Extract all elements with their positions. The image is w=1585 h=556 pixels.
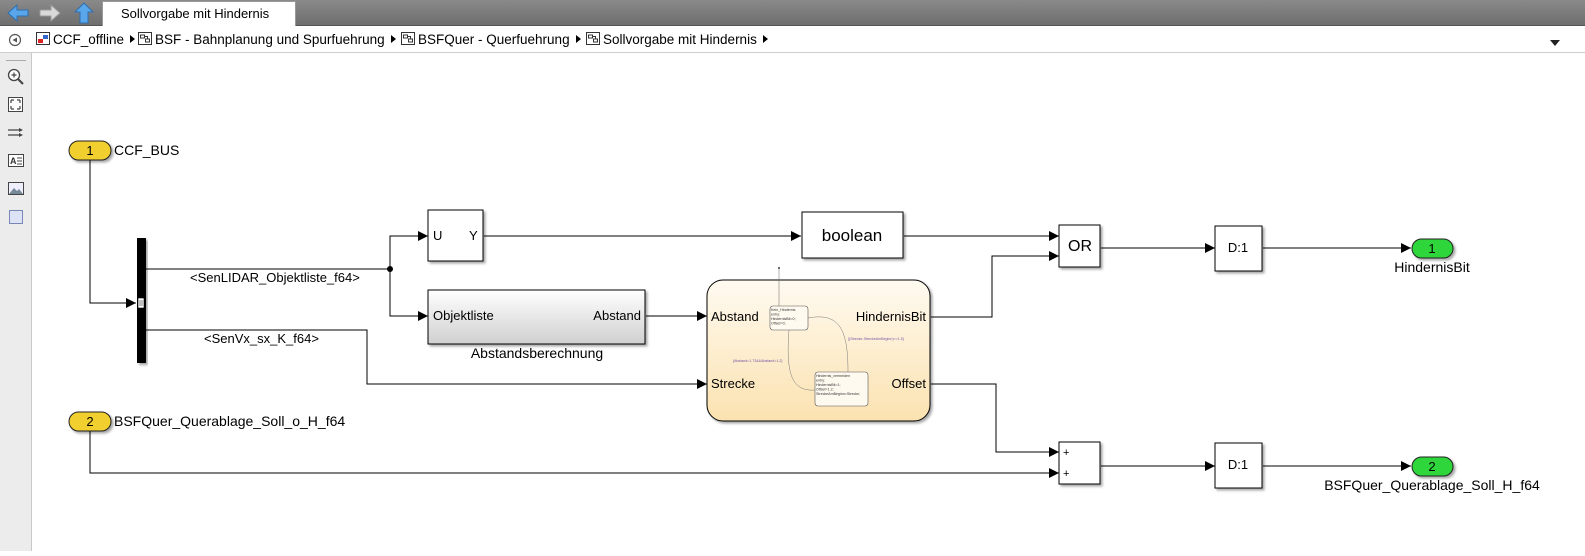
signal-line-lidar-to-abstand[interactable] (389, 269, 428, 321)
inport-2-number: 2 (86, 414, 93, 429)
outport-1-label: HindernisBit (1394, 259, 1470, 275)
subsystem-icon (138, 32, 153, 46)
svg-text:Offset=0;: Offset=0; (771, 322, 786, 326)
inport-1[interactable]: 1 (68, 140, 112, 161)
subsystem-icon (401, 32, 416, 46)
boolean-block[interactable]: boolean (801, 211, 904, 259)
image-icon[interactable] (6, 179, 26, 199)
abstandsberechnung-label: Abstandsberechnung (471, 345, 603, 361)
sum-block[interactable]: + + (1058, 441, 1101, 485)
svg-text:StreckeAmBeginn=Strecke;: StreckeAmBeginn=Strecke; (816, 392, 860, 396)
breadcrumb-item-bsf[interactable]: BSF - Bahnplanung und Spurfuehrung (138, 31, 396, 49)
svg-text:entry:: entry: (771, 313, 780, 317)
signal-lines (89, 159, 1411, 478)
uy-block-in: U (433, 228, 442, 243)
signal-line-lidar-to-uy[interactable] (389, 231, 428, 269)
outport-2[interactable]: 2 (1411, 456, 1454, 477)
tab-sollvorgabe[interactable]: Sollvorgabe mit Hindernis (102, 1, 296, 26)
signal-line-querablage[interactable] (89, 430, 1059, 478)
or-label: OR (1068, 238, 1092, 255)
uy-block[interactable]: U Y (427, 209, 484, 262)
up-arrow-icon[interactable] (72, 2, 96, 24)
top-toolbar: Sollvorgabe mit Hindernis (0, 0, 1585, 26)
divider (6, 60, 26, 61)
chart-out-hindernisbit: HindernisBit (856, 309, 926, 324)
forward-arrow-icon[interactable] (38, 2, 62, 24)
breadcrumb-item-bsfquer[interactable]: BSFQuer - Querfuehrung (401, 31, 581, 49)
chevron-right-icon (575, 35, 581, 43)
model-diagram: <SenLIDAR_Objektliste_f64> <SenVx_sx_K_f… (68, 140, 1540, 493)
signal-line-hindernisbit[interactable] (931, 251, 1059, 318)
hide-explorer-icon[interactable] (8, 33, 22, 47)
inport-1-number: 1 (86, 143, 93, 158)
chart-in-strecke: Strecke (711, 376, 755, 391)
svg-text:Kein_Hindernis: Kein_Hindernis (771, 308, 796, 312)
sum-sign-2: + (1063, 468, 1069, 480)
svg-text:HindernisBit=1;: HindernisBit=1; (816, 383, 840, 387)
outport-2-label: BSFQuer_Querablage_Soll_H_f64 (1324, 477, 1540, 493)
breadcrumb-item-ccf-offline[interactable]: CCF_offline (36, 31, 136, 49)
sum-sign-1: + (1063, 447, 1069, 459)
chevron-right-icon (762, 35, 768, 43)
branch-point (387, 266, 393, 272)
inport-2[interactable]: 2 (68, 411, 112, 432)
signal-line-vx[interactable] (146, 329, 707, 389)
delay-1-label: D:1 (1228, 240, 1248, 255)
chevron-down-icon[interactable] (1549, 35, 1561, 46)
outport-1-number: 1 (1428, 241, 1435, 256)
or-block[interactable]: OR (1058, 224, 1101, 268)
signal-label-lidar: <SenLIDAR_Objektliste_f64> (190, 270, 360, 285)
chart-preview: Kein_Hindernis entry: HindernisBit=0; Of… (733, 267, 904, 407)
svg-text:A: A (10, 156, 17, 166)
diagram-canvas[interactable]: <SenLIDAR_Objektliste_f64> <SenVx_sx_K_f… (32, 53, 1585, 551)
chart-out-offset: Offset (892, 376, 927, 391)
breadcrumb: CCF_offline BSF - Bahnplanung und Spurfu… (0, 26, 1585, 53)
signal-line-ccf-bus[interactable] (89, 159, 136, 308)
abstandsberechnung-block[interactable]: Objektliste Abstand (427, 289, 646, 345)
svg-text:Offset=1.2;: Offset=1.2; (816, 388, 834, 392)
delay-block-1[interactable]: D:1 (1214, 225, 1263, 272)
back-arrow-icon[interactable] (6, 2, 30, 24)
signal-routing-icon[interactable] (6, 123, 26, 143)
bus-selector[interactable] (137, 238, 146, 363)
abstand-in-port: Objektliste (433, 308, 494, 323)
svg-text:[Abstand<1.73&&Abstand>1.2]: [Abstand<1.73&&Abstand>1.2] (733, 359, 782, 363)
uy-block-out: Y (469, 228, 478, 243)
svg-text:[(Strecke-StreckeAmBeginn)>=1.: [(Strecke-StreckeAmBeginn)>=1.5] (848, 337, 904, 341)
svg-text:HindernisBit=0;: HindernisBit=0; (771, 317, 795, 321)
outport-2-number: 2 (1428, 459, 1435, 474)
delay-block-2[interactable]: D:1 (1214, 442, 1263, 489)
abstand-out-port: Abstand (593, 308, 641, 323)
area-icon[interactable] (6, 207, 26, 227)
chart-in-abstand: Abstand (711, 309, 759, 324)
annotation-icon[interactable]: A (6, 151, 26, 171)
signal-line-offset[interactable] (931, 383, 1059, 457)
subsystem-icon (586, 32, 601, 46)
fit-view-icon[interactable] (6, 95, 26, 115)
svg-text:entry:: entry: (816, 379, 825, 383)
zoom-in-icon[interactable] (6, 67, 26, 87)
outport-1[interactable]: 1 (1411, 238, 1454, 259)
chevron-right-icon (130, 35, 136, 43)
chevron-right-icon (390, 35, 396, 43)
left-toolbar: A (0, 53, 32, 551)
stateflow-chart[interactable]: Abstand Strecke HindernisBit Offset Kein… (706, 267, 931, 422)
boolean-label: boolean (822, 226, 883, 245)
breadcrumb-item-sollvorgabe[interactable]: Sollvorgabe mit Hindernis (586, 31, 768, 49)
inport-1-label: CCF_BUS (114, 142, 179, 158)
svg-text:Hindernis_vermeiden: Hindernis_vermeiden (816, 374, 850, 378)
model-icon (36, 32, 51, 46)
inport-2-label: BSFQuer_Querablage_Soll_o_H_f64 (114, 413, 345, 429)
signal-label-vx: <SenVx_sx_K_f64> (204, 331, 319, 346)
delay-2-label: D:1 (1228, 457, 1248, 472)
